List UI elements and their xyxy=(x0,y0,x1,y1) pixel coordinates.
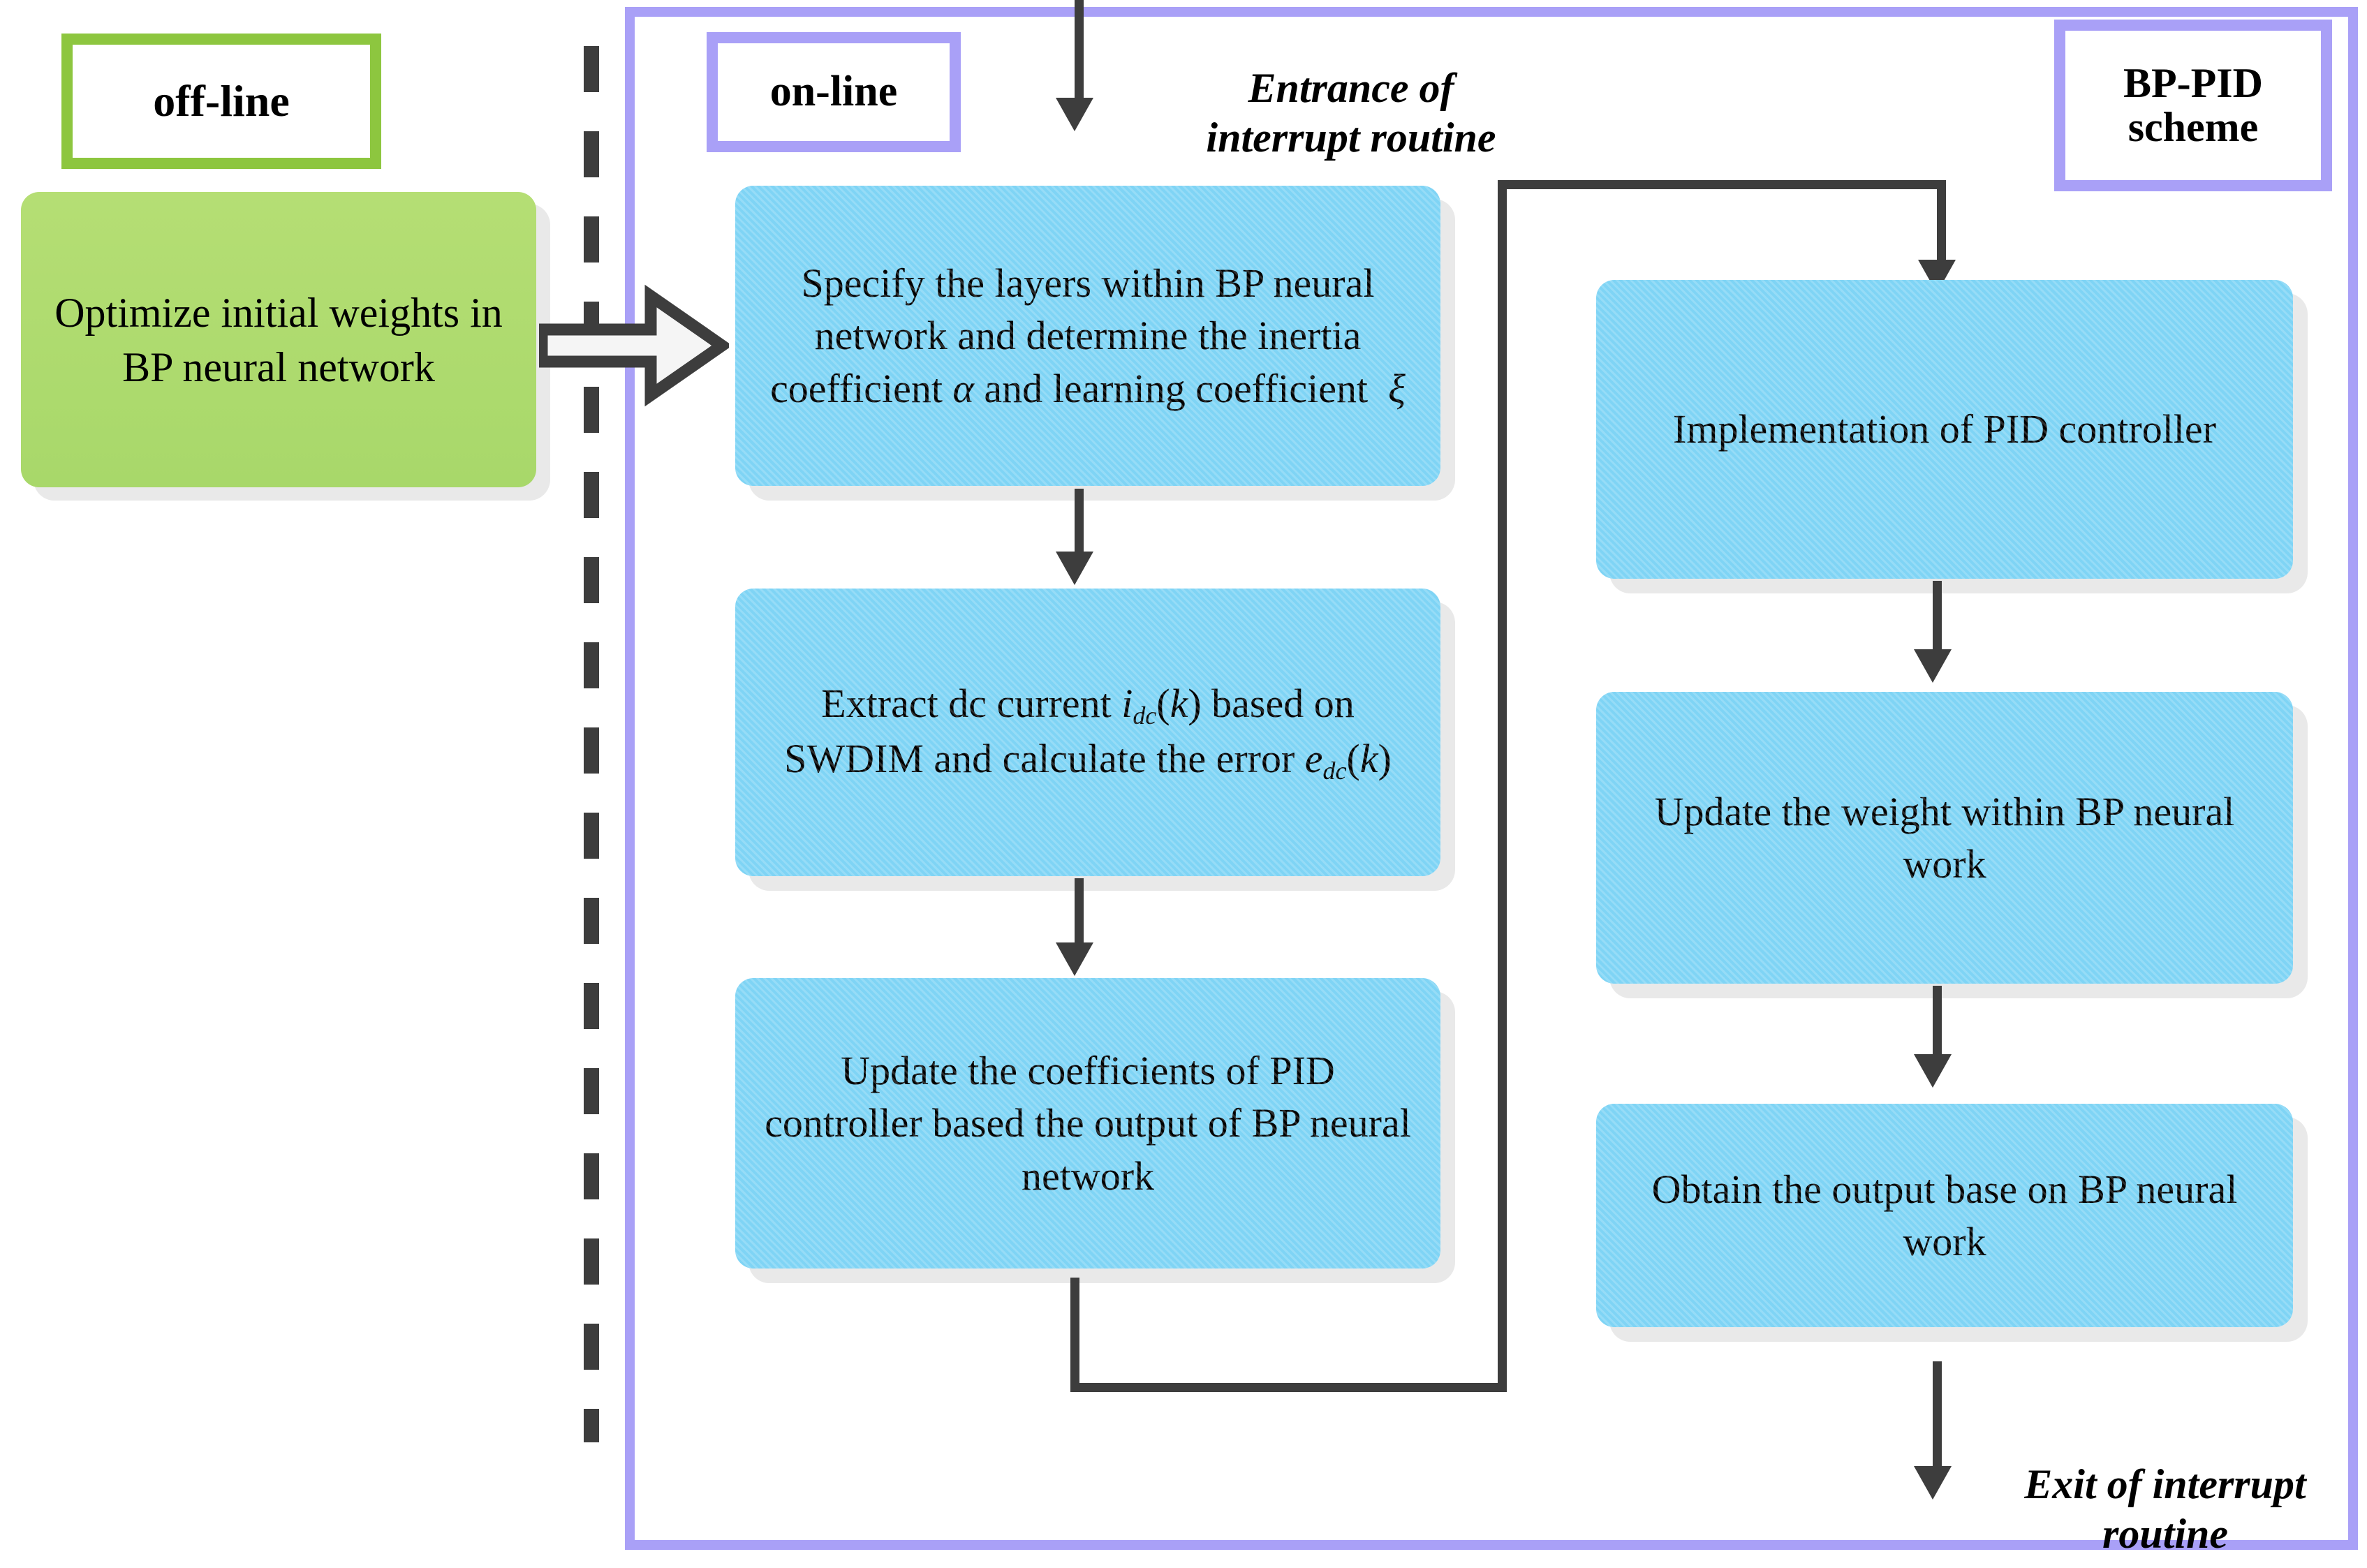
connector-extract-to-update xyxy=(1075,878,1084,948)
feedback-line-down-from-left xyxy=(1070,1278,1079,1392)
node-extract-dc-current-text: Extract dc current idc(k) based on SWDIM… xyxy=(784,681,1392,785)
node-implement-pid-text: Implementation of PID controller xyxy=(1673,406,2216,452)
node-implement-pid: Implementation of PID controller xyxy=(1596,280,2293,579)
arrow-specify-to-extract xyxy=(1056,552,1093,585)
connector-weight-to-output xyxy=(1933,986,1942,1063)
node-update-pid-coefficients-text: Update the coefficients of PID controlle… xyxy=(765,1047,1411,1199)
entrance-connector-line xyxy=(1075,0,1084,103)
arrow-pid-to-weight xyxy=(1914,649,1952,683)
entrance-annotation-text: Entrance of interrupt routine xyxy=(1206,64,1496,161)
offline-label-text: off-line xyxy=(153,76,290,126)
offline-to-online-arrow xyxy=(536,279,732,412)
exit-arrow-head xyxy=(1914,1466,1952,1500)
online-section-frame xyxy=(625,7,2358,1550)
node-specify-layers-text: Specify the layers within BP neural netw… xyxy=(770,260,1406,411)
offline-section-label: off-line xyxy=(61,34,381,169)
node-obtain-output: Obtain the output base on BP neural work xyxy=(1596,1104,2293,1327)
node-update-weight-text: Update the weight within BP neural work xyxy=(1654,788,2235,887)
offline-online-divider xyxy=(584,46,599,1442)
feedback-line-down-to-pid xyxy=(1937,180,1946,268)
node-optimize-weights: Optimize initial weights in BP neural ne… xyxy=(21,192,536,487)
connector-pid-to-weight xyxy=(1933,581,1942,658)
feedback-line-top xyxy=(1498,180,1946,189)
entrance-annotation: Entrance of interrupt routine xyxy=(1135,14,1568,162)
exit-connector-line xyxy=(1933,1361,1942,1473)
arrow-extract-to-update xyxy=(1056,942,1093,976)
exit-annotation-text: Exit of interrupt routine xyxy=(2024,1460,2306,1557)
online-section-label: on-line xyxy=(707,32,961,152)
exit-annotation: Exit of interrupt routine xyxy=(1980,1410,2350,1558)
online-label-text: on-line xyxy=(769,68,898,116)
node-update-pid-coefficients: Update the coefficients of PID controlle… xyxy=(735,978,1440,1269)
feedback-line-bottom xyxy=(1070,1383,1507,1392)
entrance-arrow-head xyxy=(1056,98,1093,131)
node-extract-dc-current: Extract dc current idc(k) based on SWDIM… xyxy=(735,589,1440,876)
node-update-weight: Update the weight within BP neural work xyxy=(1596,692,2293,984)
feedback-line-up-right xyxy=(1498,180,1507,1392)
connector-specify-to-extract xyxy=(1075,489,1084,557)
node-obtain-output-text: Obtain the output base on BP neural work xyxy=(1651,1166,2238,1264)
scheme-label-text: BP-PID scheme xyxy=(2123,60,2263,150)
node-specify-layers: Specify the layers within BP neural netw… xyxy=(735,186,1440,486)
scheme-label: BP-PID scheme xyxy=(2054,20,2332,191)
arrow-weight-to-output xyxy=(1914,1054,1952,1088)
node-optimize-weights-text: Optimize initial weights in BP neural ne… xyxy=(54,289,503,390)
